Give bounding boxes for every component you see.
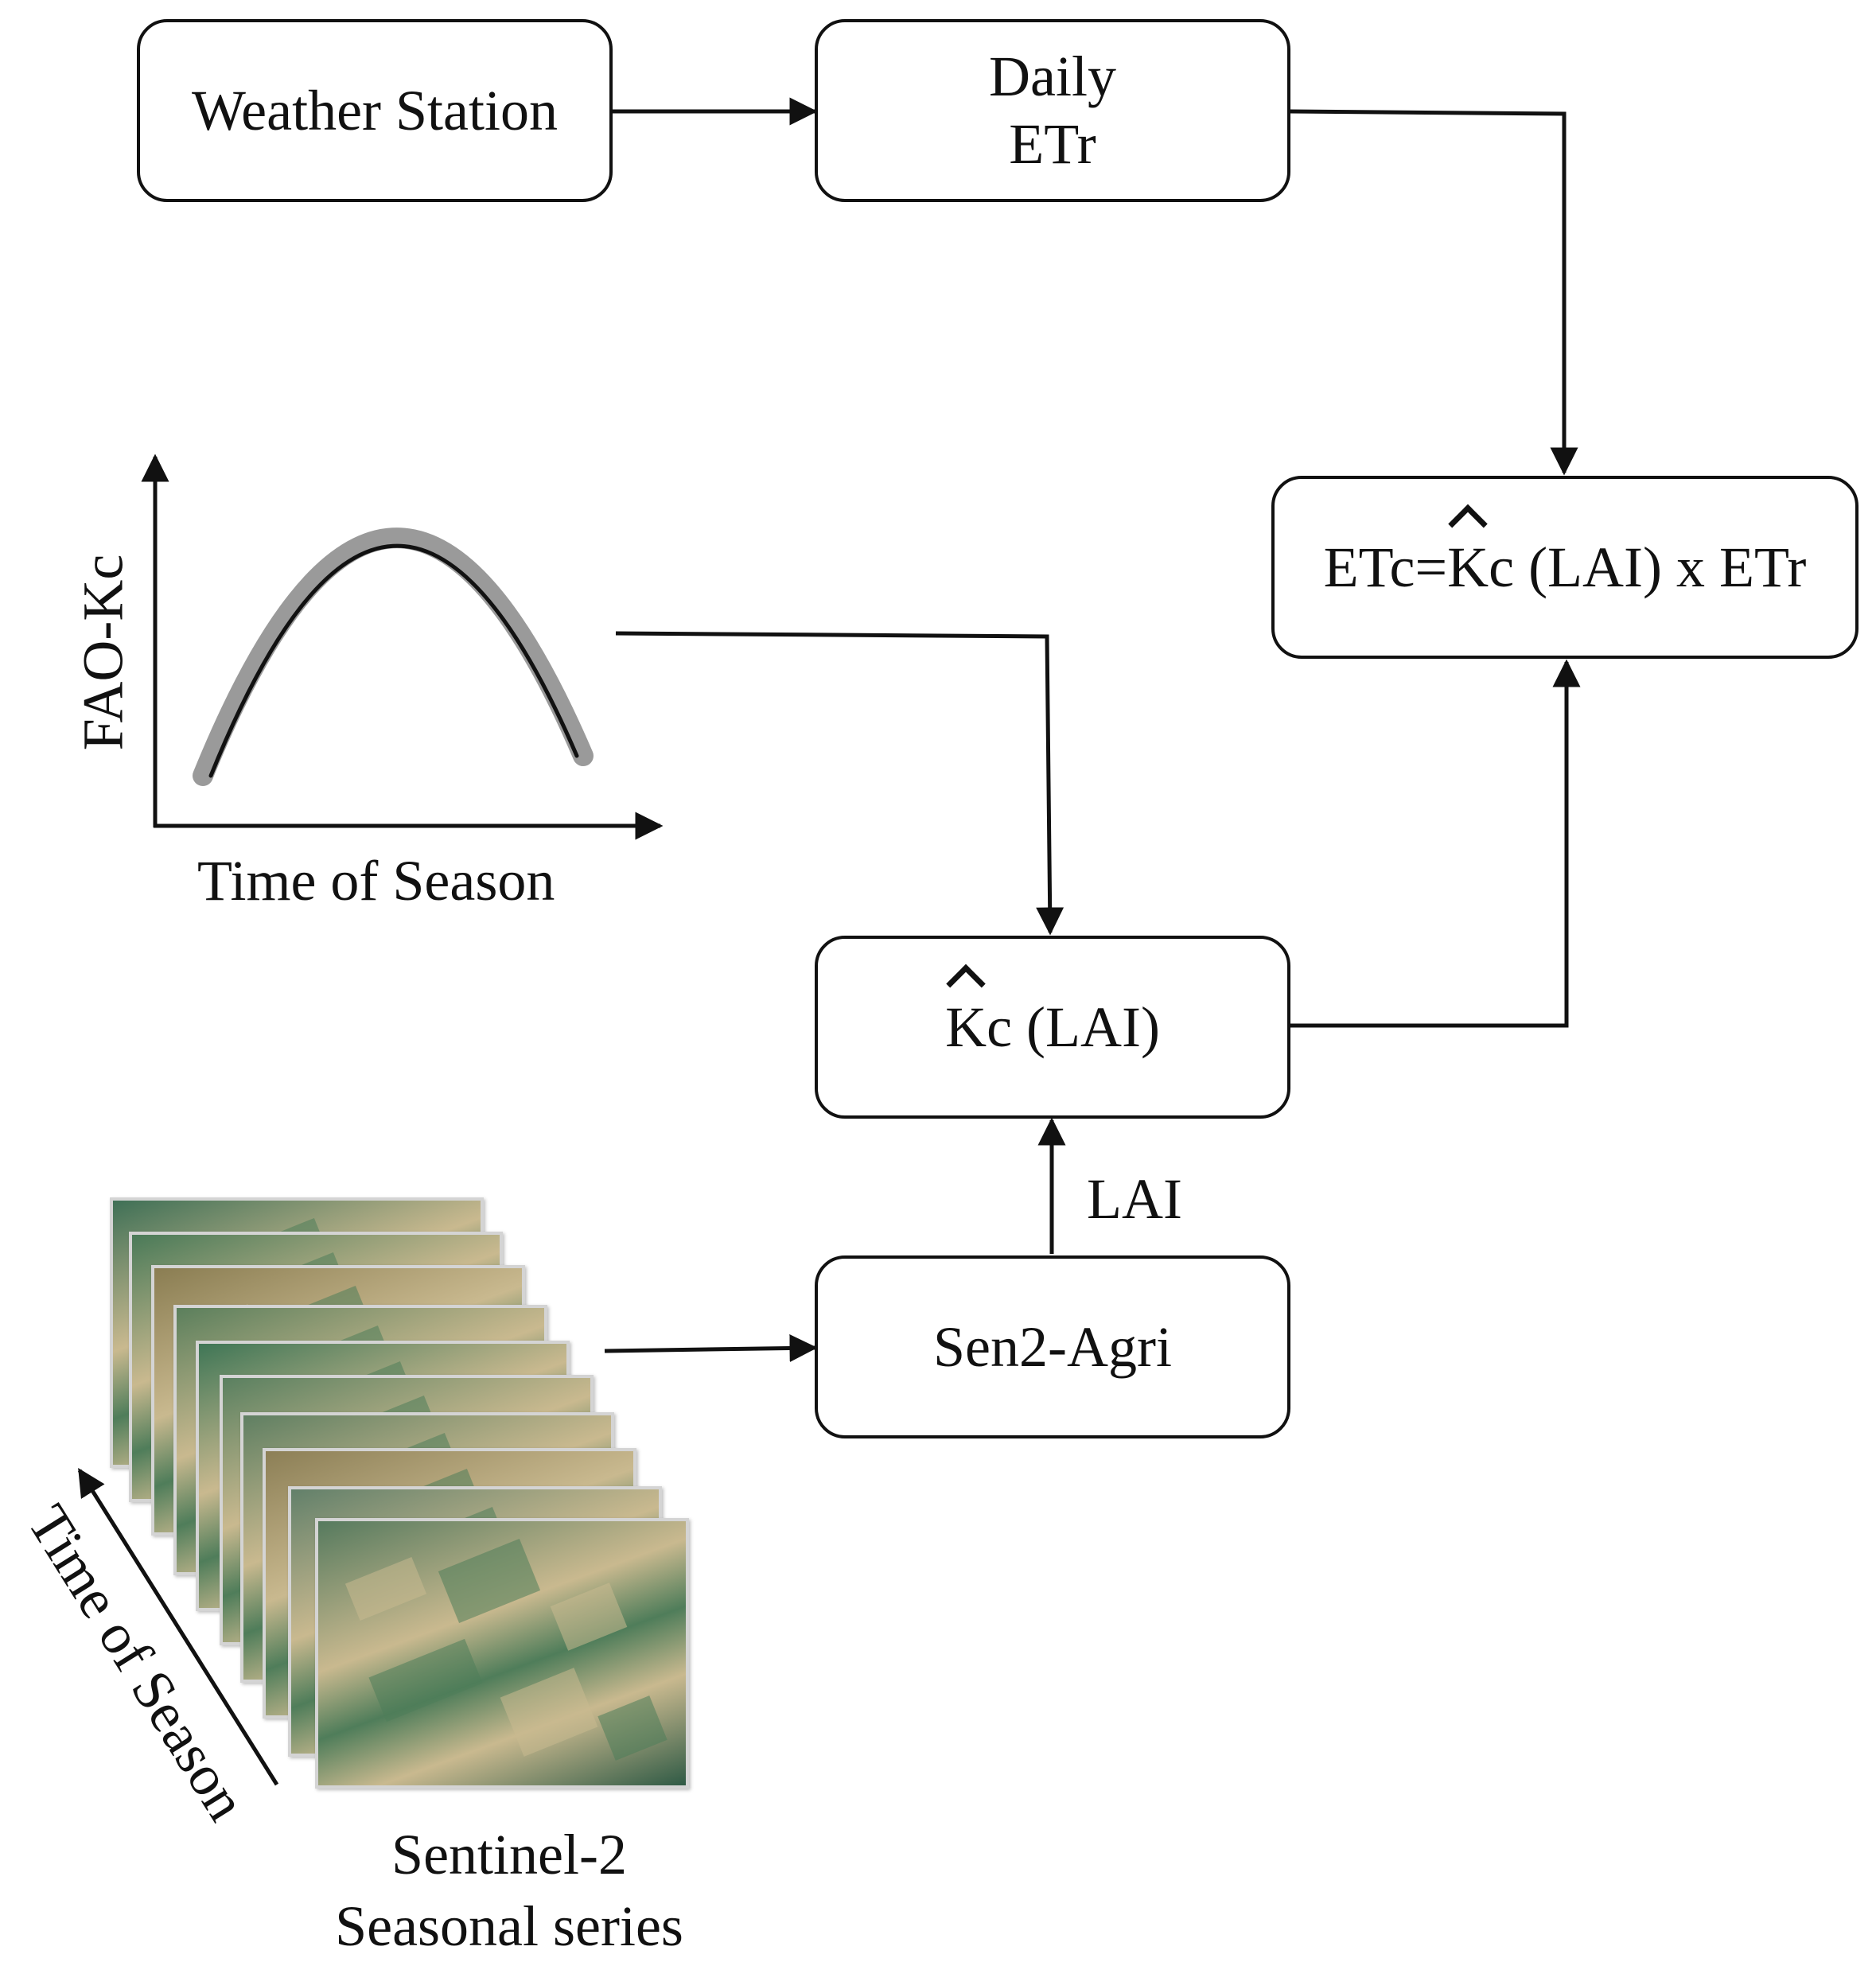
arrow-etr-to-etc bbox=[1290, 109, 1578, 476]
weather-station-box: Weather Station bbox=[137, 19, 613, 202]
kc-lai-box: Kc (LAI) bbox=[815, 936, 1290, 1119]
arrow-kc-to-etc bbox=[1290, 659, 1581, 1028]
sen2agri-label: Sen2-Agri bbox=[933, 1314, 1172, 1379]
kc-curve-halo bbox=[193, 527, 594, 786]
daily-etr-box: Daily ETr bbox=[815, 19, 1290, 202]
field-patch bbox=[597, 1695, 667, 1761]
sentinel2-frame bbox=[315, 1518, 689, 1789]
kc-plot-x-label: Time of Season bbox=[197, 849, 555, 913]
arrow-curve-to-kc bbox=[615, 631, 1064, 936]
etc-equation-box: ETc=Kc (LAI) x ETr bbox=[1271, 476, 1858, 659]
kc-curve bbox=[208, 543, 579, 778]
sen2agri-box: Sen2-Agri bbox=[815, 1255, 1290, 1438]
kc-hat-symbol: K bbox=[945, 994, 987, 1061]
field-patch bbox=[344, 1556, 427, 1621]
kc-plot-y-label: FAO-Kc bbox=[71, 554, 135, 751]
field-patch bbox=[438, 1538, 541, 1624]
field-patch bbox=[368, 1638, 483, 1723]
etc-suffix: c (LAI) x ETr bbox=[1489, 535, 1807, 599]
etc-prefix: ETc= bbox=[1323, 535, 1448, 599]
field-patch bbox=[500, 1668, 598, 1757]
field-patch bbox=[550, 1582, 628, 1651]
daily-etr-line2: ETr bbox=[1009, 112, 1096, 176]
stack-time-arrow bbox=[77, 1468, 279, 1786]
stack-caption-line2: Seasonal series bbox=[335, 1894, 683, 1958]
daily-etr-line1: Daily bbox=[989, 45, 1116, 109]
lai-edge-label: LAI bbox=[1087, 1167, 1182, 1231]
kc-hat-symbol-etc: K bbox=[1447, 534, 1489, 601]
kc-suffix: c (LAI) bbox=[987, 995, 1160, 1059]
stack-caption-line1: Sentinel-2 bbox=[391, 1823, 627, 1886]
weather-station-label: Weather Station bbox=[191, 78, 559, 142]
arrow-stack-to-sen2agri bbox=[604, 1333, 818, 1362]
